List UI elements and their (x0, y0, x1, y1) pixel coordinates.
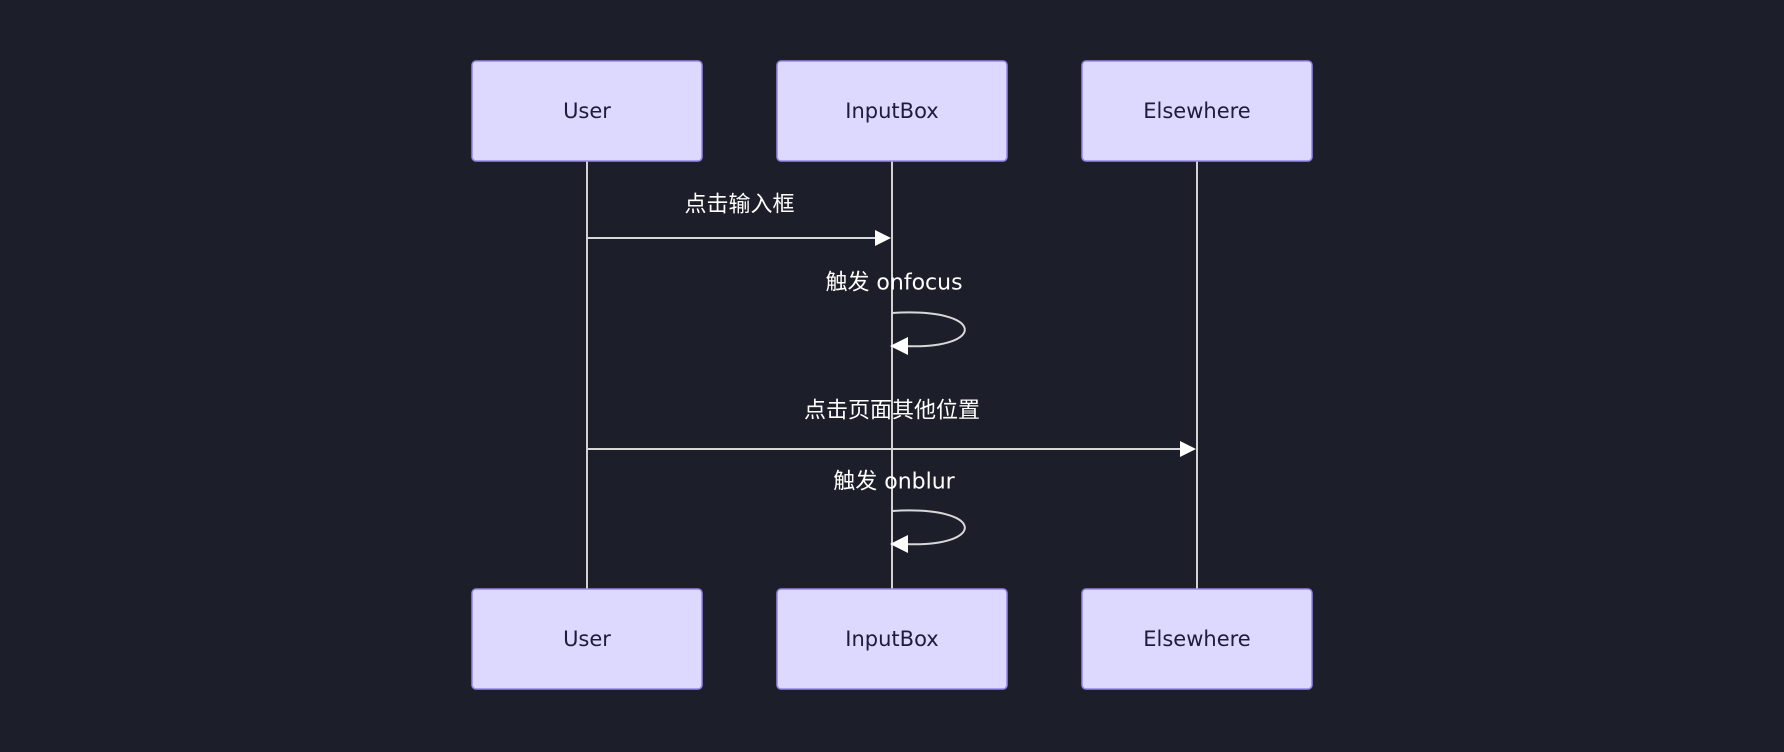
actor-elsewhere-top[interactable]: Elsewhere (1081, 60, 1313, 162)
message-1[interactable]: 点击输入框 (587, 193, 891, 247)
message-4[interactable]: 触发 onblur (833, 470, 966, 554)
actor-label: InputBox (845, 627, 938, 651)
actor-elsewhere-bottom[interactable]: Elsewhere (1081, 588, 1313, 690)
actor-label: User (563, 627, 611, 651)
message-label: 触发 onfocus (825, 271, 962, 296)
self-loop-line (891, 311, 966, 348)
message-3[interactable]: 点击页面其他位置 (587, 399, 1196, 458)
actors-bottom: User InputBox Elsewhere (471, 588, 1313, 690)
actor-box (471, 60, 703, 162)
actor-box (1081, 60, 1313, 162)
self-loop-line (891, 509, 966, 546)
message-label: 点击输入框 (684, 193, 794, 218)
arrowhead-icon (890, 535, 908, 553)
actor-user-bottom[interactable]: User (471, 588, 703, 690)
actor-box (776, 60, 1008, 162)
actor-box (776, 588, 1008, 690)
actor-inputbox-bottom[interactable]: InputBox (776, 588, 1008, 690)
arrowhead-icon (875, 230, 891, 246)
actor-box (1081, 588, 1313, 690)
arrowhead-icon (890, 337, 908, 355)
actor-label: Elsewhere (1143, 99, 1250, 123)
message-label: 触发 onblur (833, 470, 955, 495)
message-2[interactable]: 触发 onfocus (825, 271, 966, 356)
actor-label: InputBox (845, 99, 938, 123)
lifelines (586, 161, 1198, 589)
actor-user-top[interactable]: User (471, 60, 703, 162)
actor-label: User (563, 99, 611, 123)
arrowhead-icon (1180, 441, 1196, 457)
actor-label: Elsewhere (1143, 627, 1250, 651)
actor-inputbox-top[interactable]: InputBox (776, 60, 1008, 162)
actor-box (471, 588, 703, 690)
actors-top: User InputBox Elsewhere (471, 60, 1313, 162)
message-label: 点击页面其他位置 (804, 399, 980, 424)
